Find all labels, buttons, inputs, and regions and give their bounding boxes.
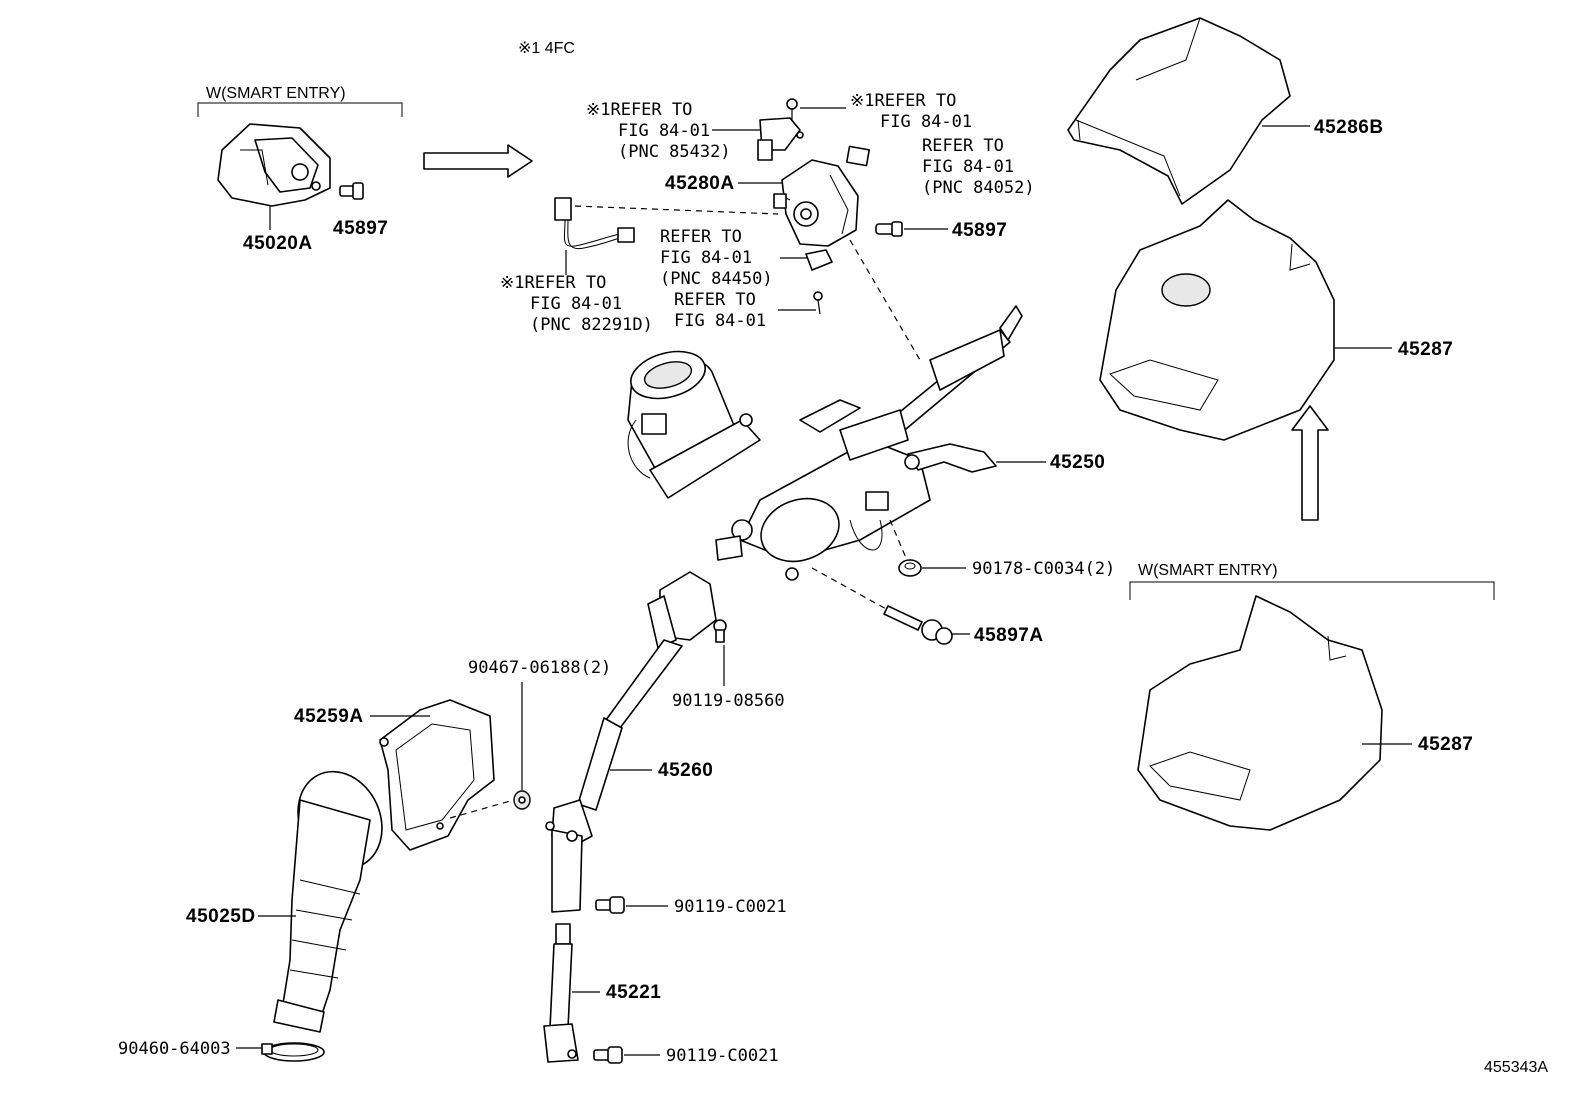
group-label-smart-entry-left: W(SMART ENTRY) <box>206 85 346 102</box>
part-45259A-drawing <box>379 699 495 851</box>
part-90460-label[interactable]: 90460-64003 <box>118 1039 231 1059</box>
part-90178-label[interactable]: 90178-C0034(2) <box>972 559 1115 579</box>
part-90467-drawing <box>513 790 531 810</box>
group-bracket-right <box>1129 581 1495 600</box>
part-45260-drawing <box>545 571 717 913</box>
screw-mid-drawing <box>813 291 823 315</box>
part-90119-C0021-a-label[interactable]: 90119-C0021 <box>674 897 787 917</box>
wire-harness-drawing <box>554 197 635 250</box>
note-4fc: ※1 4FC <box>518 40 575 57</box>
group-label-smart-entry-right: W(SMART ENTRY) <box>1138 562 1278 579</box>
ref-85432-line1: ※1REFER TO <box>586 100 692 120</box>
connector-84450-drawing <box>805 249 833 271</box>
part-45287-bottom-drawing <box>1137 595 1383 831</box>
part-45286B-label[interactable]: 45286B <box>1314 117 1384 138</box>
part-45260-label[interactable]: 45260 <box>658 760 713 781</box>
ref-84450-line2: FIG 84-01 <box>660 248 752 268</box>
part-90119-C0021-b-label[interactable]: 90119-C0021 <box>666 1046 779 1066</box>
part-45280A-label[interactable]: 45280A <box>665 173 735 194</box>
ref-82291D-line3: (PNC 82291D) <box>530 315 653 335</box>
part-90460-drawing <box>261 1042 325 1062</box>
ref-82291D-line2: FIG 84-01 <box>530 294 622 314</box>
ref-fig-top-line1: ※1REFER TO <box>850 91 956 111</box>
part-90119-08560-label[interactable]: 90119-08560 <box>672 691 785 711</box>
part-90178-drawing <box>898 559 922 577</box>
part-45250-drawing <box>627 305 1023 581</box>
ref-fig-top-line2: FIG 84-01 <box>880 112 972 132</box>
group-bracket-left <box>197 102 403 117</box>
part-90119-C0021-a-drawing <box>595 896 625 914</box>
ref-fig-mid-line2: FIG 84-01 <box>674 311 766 331</box>
part-45259A-label[interactable]: 45259A <box>294 706 364 727</box>
part-45250-label[interactable]: 45250 <box>1050 452 1105 473</box>
part-45286B-drawing <box>1067 17 1291 205</box>
part-45025D-label[interactable]: 45025D <box>186 906 256 927</box>
part-45287-top-label[interactable]: 45287 <box>1398 339 1453 360</box>
screw-top-drawing <box>786 98 798 120</box>
ref-fig-mid-line1: REFER TO <box>674 290 756 310</box>
ref-85432-line2: FIG 84-01 <box>618 121 710 141</box>
ref-84052-line3: (PNC 84052) <box>922 178 1035 198</box>
part-45025D-drawing <box>273 770 383 1033</box>
part-45897-left-drawing <box>339 182 364 200</box>
part-45287-bottom-label[interactable]: 45287 <box>1418 734 1473 755</box>
arrow-up-icon <box>1291 405 1329 521</box>
arrow-right-icon <box>423 144 533 178</box>
part-45020A-label[interactable]: 45020A <box>243 233 313 254</box>
ref-85432-line3: (PNC 85432) <box>618 142 731 162</box>
connector-84052-drawing <box>845 145 871 167</box>
part-90119-08560-drawing <box>713 619 727 643</box>
part-90467-label[interactable]: 90467-06188(2) <box>468 658 611 678</box>
ref-84052-line1: REFER TO <box>922 136 1004 156</box>
part-45897A-drawing <box>883 605 953 645</box>
part-45287-top-drawing <box>1099 199 1335 441</box>
part-45897-right-drawing <box>875 221 903 237</box>
part-90119-C0021-b-drawing <box>593 1046 623 1064</box>
part-45221-drawing <box>543 923 579 1063</box>
ref-84450-line3: (PNC 84450) <box>660 269 773 289</box>
part-45897-left-label[interactable]: 45897 <box>333 218 388 239</box>
ref-82291D-line1: ※1REFER TO <box>500 273 606 293</box>
part-45897A-label[interactable]: 45897A <box>974 625 1044 646</box>
part-45897-right-label[interactable]: 45897 <box>952 220 1007 241</box>
ref-84450-line1: REFER TO <box>660 227 742 247</box>
ref-84052-line2: FIG 84-01 <box>922 157 1014 177</box>
part-45280A-drawing <box>773 159 859 247</box>
switch-part-drawing <box>757 117 804 161</box>
part-45020A-drawing <box>217 123 331 207</box>
part-45221-label[interactable]: 45221 <box>606 982 661 1003</box>
diagram-id: 455343A <box>1484 1059 1548 1076</box>
